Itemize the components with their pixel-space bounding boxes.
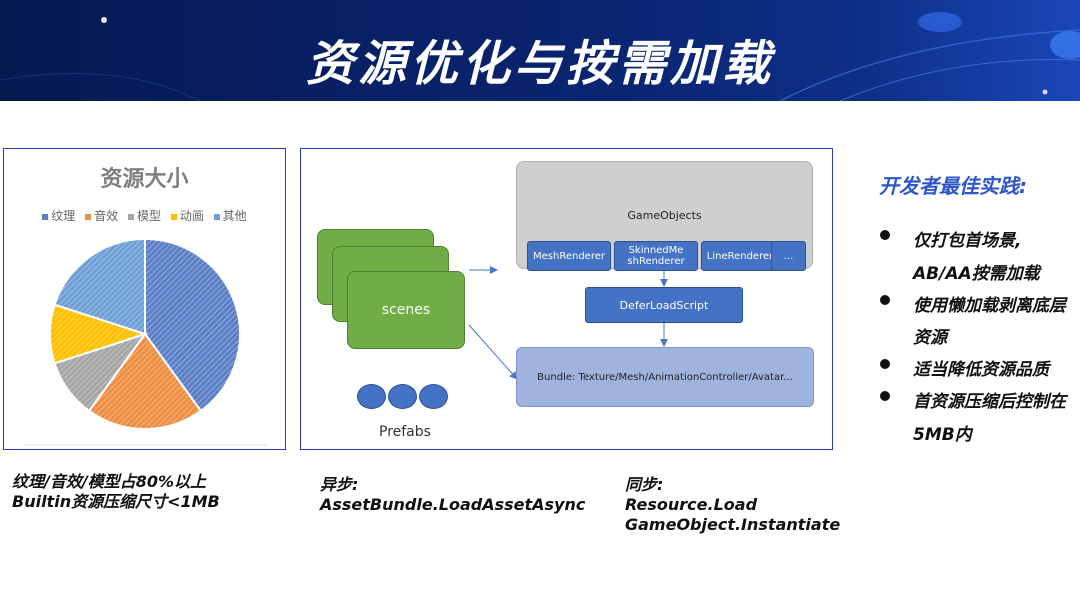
skinned-mesh-renderer-box: SkinnedMe shRenderer bbox=[614, 241, 698, 271]
line-renderer-box: LineRenderer bbox=[701, 241, 779, 271]
caption-line: Builtin资源压缩尺寸<1MB bbox=[12, 492, 220, 511]
legend-label: 其他 bbox=[222, 209, 247, 223]
scenes-box: scenes bbox=[347, 271, 465, 349]
gameobjects-label: GameObjects bbox=[627, 209, 702, 222]
arrow-scenes-to-bundle bbox=[468, 324, 518, 380]
legend-label: 纹理 bbox=[51, 209, 76, 223]
header-banner: 资源优化与按需加载 bbox=[0, 0, 1080, 101]
more-renderers-box: ... bbox=[771, 241, 806, 271]
chart-title: 资源大小 bbox=[100, 167, 189, 192]
pie-slice-hatch bbox=[54, 334, 146, 411]
bullet-icon bbox=[880, 295, 890, 305]
caption-sync: 同步: Resource.Load GameObject.Instantiate bbox=[625, 475, 840, 535]
loading-diagram-panel: GameObjects MeshRenderer SkinnedMe shRen… bbox=[300, 148, 833, 450]
legend-swatch bbox=[42, 213, 49, 220]
chart-legend: 纹理 音效 模型 动画 其他 bbox=[4, 207, 285, 224]
prefab-circle bbox=[419, 384, 448, 409]
caption-line: 异步: bbox=[320, 475, 359, 494]
best-practice-item-3-line-1: 适当降低资源品质 bbox=[913, 360, 1049, 380]
best-practices-title: 开发者最佳实践: bbox=[879, 174, 1027, 198]
page-title: 资源优化与按需加载 bbox=[305, 36, 774, 92]
legend-item: 其他 bbox=[213, 207, 247, 224]
best-practice-item-4-line-1: 首资源压缩后控制在 bbox=[913, 392, 1066, 412]
prefab-circle bbox=[357, 384, 386, 409]
bullet-icon bbox=[880, 391, 890, 401]
legend-label: 动画 bbox=[179, 209, 204, 223]
best-practice-item-1-line-1: 仅打包首场景, bbox=[913, 231, 1022, 251]
diagram-arrows bbox=[468, 257, 668, 380]
caption-line: 纹理/音效/模型占80%以上 bbox=[12, 472, 206, 491]
legend-label: 模型 bbox=[136, 209, 161, 223]
legend-swatch bbox=[170, 213, 177, 220]
best-practice-item-1-line-2: AB/AA按需加载 bbox=[913, 264, 1040, 284]
bullet-icon bbox=[880, 359, 890, 369]
prefab-circle bbox=[388, 384, 417, 409]
pie-slice-hatch bbox=[89, 334, 201, 429]
legend-swatch bbox=[127, 213, 134, 220]
caption-async: 异步: AssetBundle.LoadAssetAsync bbox=[320, 475, 585, 515]
pie-slice-hatch bbox=[145, 239, 241, 411]
legend-item: 纹理 bbox=[42, 207, 75, 224]
defer-load-script-box: DeferLoadScript bbox=[585, 287, 743, 323]
mesh-renderer-box: MeshRenderer bbox=[527, 241, 611, 271]
bundle-box: Bundle: Texture/Mesh/AnimationController… bbox=[516, 347, 814, 407]
legend-swatch bbox=[85, 213, 92, 220]
caption-resource-stats: 纹理/音效/模型占80%以上 Builtin资源压缩尺寸<1MB bbox=[12, 472, 220, 512]
best-practice-item-4-line-2: 5MB内 bbox=[913, 425, 972, 445]
caption-line: AssetBundle.LoadAssetAsync bbox=[320, 495, 586, 514]
pie-slice-hatch bbox=[54, 239, 146, 334]
gameobjects-box: GameObjects MeshRenderer SkinnedMe shRen… bbox=[516, 161, 813, 271]
prefabs-label: Prefabs bbox=[379, 424, 431, 440]
legend-item: 动画 bbox=[170, 207, 204, 224]
pie-slice-hatch bbox=[50, 304, 145, 364]
legend-item: 模型 bbox=[127, 207, 161, 224]
caption-line: 同步: bbox=[625, 475, 664, 494]
best-practice-item-2-line-2: 资源 bbox=[913, 328, 947, 348]
legend-item: 音效 bbox=[85, 207, 118, 224]
caption-line: GameObject.Instantiate bbox=[625, 515, 841, 534]
legend-swatch bbox=[213, 213, 220, 220]
bullet-icon bbox=[880, 230, 890, 240]
pie-chart bbox=[24, 237, 266, 446]
chart-panel: 资源大小 纹理 音效 模型 动画 其他 bbox=[3, 148, 286, 450]
caption-line: Resource.Load bbox=[625, 495, 758, 514]
header-decoration bbox=[0, 12, 1080, 101]
legend-label: 音效 bbox=[94, 209, 119, 223]
best-practice-item-2-line-1: 使用懒加载剥离底层 bbox=[913, 296, 1066, 316]
